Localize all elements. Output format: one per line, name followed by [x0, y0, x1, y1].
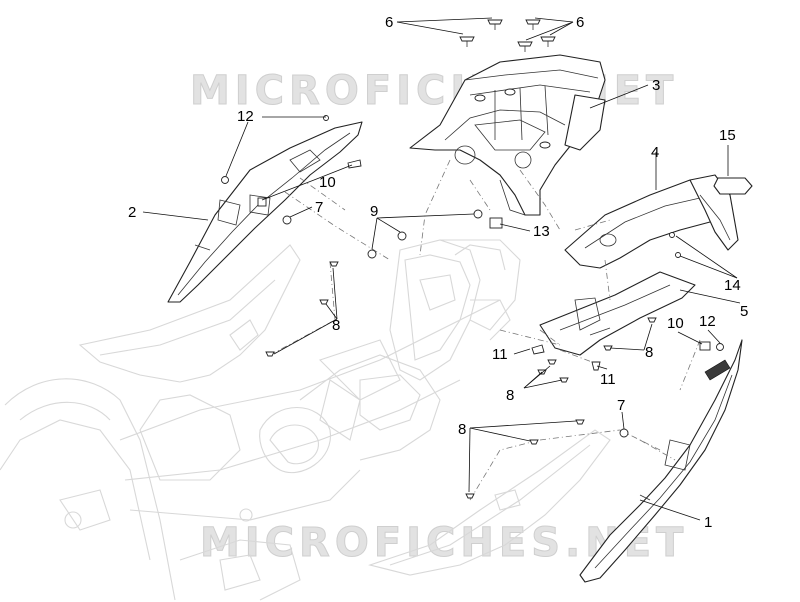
bracket-part-15 — [713, 177, 753, 195]
watermark-top: MICROFICHES.NET — [190, 68, 678, 114]
fasteners — [221, 19, 724, 499]
screw-6-b — [487, 19, 503, 30]
callout-11-right: 11 — [600, 371, 616, 388]
callout-5: 5 — [740, 303, 748, 320]
screw-8-center — [537, 359, 569, 383]
screw-14-b — [675, 252, 681, 258]
screw-8-left-a — [329, 261, 339, 267]
callout-10-right: 10 — [667, 315, 684, 332]
screw-11-a — [531, 344, 545, 355]
nut-9-a — [367, 249, 377, 259]
callout-8-left: 8 — [332, 317, 340, 334]
callout-8-center: 8 — [506, 387, 514, 404]
nut-12-right — [716, 343, 724, 351]
screw-14-a — [669, 232, 675, 238]
background-frame — [0, 239, 521, 601]
clip-10-left — [257, 197, 267, 207]
leader-lines — [142, 17, 741, 521]
screw-6-d — [517, 41, 533, 52]
screw-8-left-b — [319, 299, 329, 305]
callout-11-left: 11 — [492, 346, 508, 363]
callout-2: 2 — [128, 204, 136, 221]
callout-6-left: 6 — [385, 14, 393, 31]
right-lower-trim — [368, 429, 611, 576]
tail-cover-part-4 — [564, 174, 739, 269]
clip-10-right — [699, 341, 711, 351]
screw-11-b — [591, 361, 601, 371]
callout-9: 9 — [370, 203, 378, 220]
screw-6-a — [459, 36, 475, 47]
nut-7-right — [619, 428, 629, 438]
nut-9-b — [397, 231, 407, 241]
right-side-panel-part-1 — [579, 339, 743, 583]
callout-13: 13 — [533, 223, 550, 240]
callout-8-right: 8 — [645, 344, 653, 361]
callout-3: 3 — [652, 77, 660, 94]
screw-8-right — [603, 317, 657, 351]
clip-13 — [489, 217, 503, 229]
nut-7-left — [282, 215, 292, 225]
tray-part-5 — [539, 271, 696, 356]
callout-12-right: 12 — [699, 313, 716, 330]
nut-9-c — [473, 209, 483, 219]
callout-4: 4 — [651, 144, 659, 161]
callout-12-left: 12 — [237, 108, 254, 125]
screw-6-e — [540, 36, 556, 47]
screw-8-lower — [465, 419, 585, 499]
callout-7-right: 7 — [617, 397, 625, 414]
screw-10-left — [347, 159, 362, 169]
callout-10-left: 10 — [319, 174, 336, 191]
left-side-panel-part-2 — [167, 121, 363, 303]
callout-15: 15 — [719, 127, 736, 144]
callout-labels: 6 6 3 4 15 12 10 7 2 9 13 8 11 11 8 8 14… — [128, 14, 748, 531]
callout-7-left: 7 — [315, 199, 323, 216]
screw-8-left-c — [265, 351, 275, 357]
callout-6-right: 6 — [576, 14, 584, 31]
tail-carrier-part-3 — [409, 54, 606, 216]
left-lower-trim — [78, 244, 301, 383]
watermark-bottom: MICROFICHES.NET — [200, 520, 688, 566]
callout-1: 1 — [704, 514, 712, 531]
callout-14: 14 — [724, 277, 741, 294]
screw-6-c — [525, 19, 541, 30]
callout-8-lower: 8 — [458, 421, 466, 438]
